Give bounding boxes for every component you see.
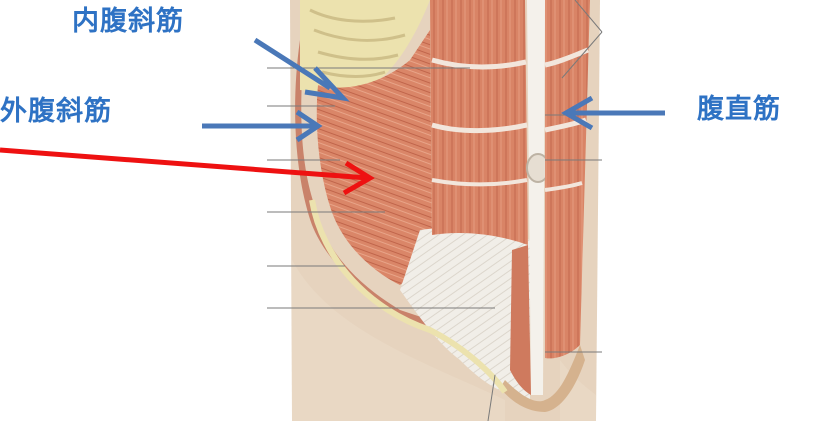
rectus-abdominis-lower: [510, 245, 531, 395]
rectus-abdominis-label: 腹直筋: [697, 96, 781, 123]
rectus-abdominis-left: [430, 0, 528, 245]
external-oblique-label: 外腹斜筋: [0, 98, 112, 125]
external-oblique-arrow: [202, 112, 318, 140]
internal-oblique-label: 内腹斜筋: [72, 8, 184, 35]
rectus-abdominis-arrow: [566, 98, 665, 128]
